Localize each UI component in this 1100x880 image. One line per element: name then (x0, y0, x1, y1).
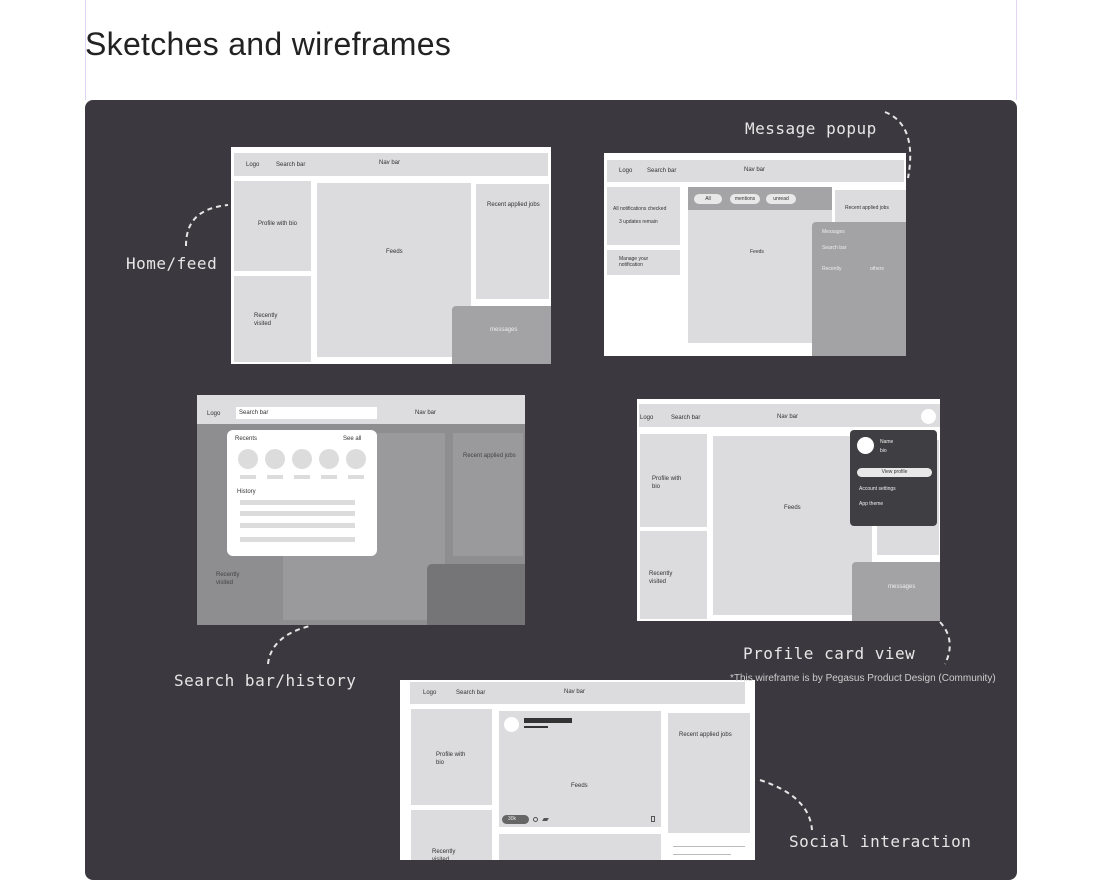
jobs-text: Recent applied jobs (463, 453, 516, 459)
jobs-text: Recent applied jobs (487, 202, 540, 208)
jobs-line (673, 854, 731, 855)
search-bar-text: Search bar (671, 415, 701, 421)
logo-text: Logo (207, 411, 221, 417)
manage-notif-box (607, 250, 680, 275)
feeds-text: Feeds (571, 783, 588, 789)
guide-line (85, 0, 86, 100)
jobs-text: Recent applied jobs (845, 205, 889, 211)
messages-text: messages (490, 327, 518, 333)
jobs-text: Recent applied jobs (679, 732, 732, 738)
logo-text: Logo (640, 415, 654, 421)
like-button[interactable]: 30k (502, 815, 529, 824)
notif-tab-bar (688, 187, 832, 210)
credit-text: *This wireframe is by Pegasus Product De… (730, 673, 996, 684)
bookmark-icon[interactable] (651, 816, 655, 822)
logo-text: Logo (423, 690, 437, 696)
recently-visited-box (411, 810, 492, 860)
jobs-line (673, 846, 745, 847)
msg-item: others (870, 266, 884, 272)
search-bar-text: Search bar (239, 410, 269, 416)
feeds-box (713, 436, 872, 615)
label-social-interaction: Social interaction (789, 832, 972, 851)
profile-card-avatar (857, 437, 874, 454)
msg-item: Recently (822, 266, 842, 272)
history-label: History (237, 489, 256, 495)
search-bar-text: Search bar (647, 168, 677, 174)
search-input[interactable] (236, 407, 377, 419)
label-profile-card: Profile card view (743, 644, 916, 663)
logo-text: Logo (246, 162, 260, 168)
jobs-box (835, 190, 906, 222)
nav-bar (410, 682, 745, 704)
post-avatar (504, 717, 519, 732)
feeds-text: Feeds (750, 249, 764, 255)
nav-bar (234, 153, 548, 176)
jobs-box (476, 184, 549, 299)
nav-bar-text: Nav bar (564, 689, 586, 695)
search-bar-text: Search bar (456, 690, 486, 696)
profile-box (411, 709, 492, 805)
recently-visited-box (234, 276, 311, 362)
messages-box (427, 564, 525, 625)
recently-text: Recently visited (649, 571, 673, 585)
view-profile-button[interactable]: View profile (857, 468, 932, 477)
feed-post (499, 834, 661, 860)
recents-label: Recents (235, 436, 258, 442)
nav-bar (639, 404, 940, 427)
messages-box (852, 562, 940, 621)
tab-unread[interactable]: unread (766, 194, 796, 204)
post-author-line (524, 718, 572, 723)
messages-box (452, 306, 551, 364)
feeds-text: Feeds (386, 249, 403, 255)
page-title: Sketches and wireframes (85, 26, 452, 62)
jobs-box (668, 713, 750, 833)
nav-bar-text: Nav bar (379, 160, 401, 166)
notif-updates-text: 3 updates remain (619, 219, 658, 225)
feed-post (499, 711, 661, 827)
profile-bio: bio (880, 448, 887, 454)
messages-text: messages (888, 584, 916, 590)
profile-box (234, 181, 311, 271)
manage-notif-text[interactable]: Manage your notification (619, 256, 649, 268)
notification-box (607, 187, 680, 245)
nav-bar-text: Nav bar (777, 414, 799, 420)
msg-item: Messages (822, 229, 845, 235)
comment-icon[interactable] (533, 817, 538, 822)
recently-text: Recently visited (254, 313, 278, 327)
nav-bar (607, 160, 904, 182)
nav-bar-text: Nav bar (415, 410, 437, 416)
notif-checked-text: All notifications checked (613, 206, 667, 212)
profile-text: Profile with bio (258, 221, 298, 227)
recently-visited-box (640, 531, 707, 619)
jobs-box (453, 433, 523, 556)
see-all-link[interactable]: See all (343, 436, 362, 442)
avatar[interactable] (921, 409, 936, 424)
recently-text: Recently visited (216, 572, 240, 586)
feeds-text: Feeds (784, 505, 801, 511)
guide-line (1016, 0, 1017, 100)
profile-box (640, 434, 707, 527)
feeds-box (688, 187, 832, 343)
account-settings-item[interactable]: Account settings (859, 486, 896, 492)
feeds-box (317, 183, 471, 357)
label-search-history: Search bar/history (174, 671, 357, 690)
like-count: 30k (508, 816, 517, 822)
profile-text: Profile with bio (652, 476, 682, 490)
tab-mentions[interactable]: mentions (730, 194, 760, 204)
label-home-feed: Home/feed (126, 254, 218, 273)
recently-text: Recently visited (432, 849, 456, 863)
search-bar-text: Search bar (276, 162, 306, 168)
profile-text: Profile with bio (436, 752, 466, 766)
nav-bar-text: Nav bar (744, 167, 766, 173)
post-meta-line (524, 726, 548, 728)
tab-all[interactable]: All (694, 194, 722, 204)
app-theme-item[interactable]: App theme (859, 501, 884, 507)
logo-text: Logo (619, 168, 633, 174)
label-message-popup: Message popup (745, 119, 877, 138)
message-popup (812, 222, 906, 356)
profile-name: Name (880, 439, 894, 445)
msg-item: Search bar (822, 245, 847, 251)
